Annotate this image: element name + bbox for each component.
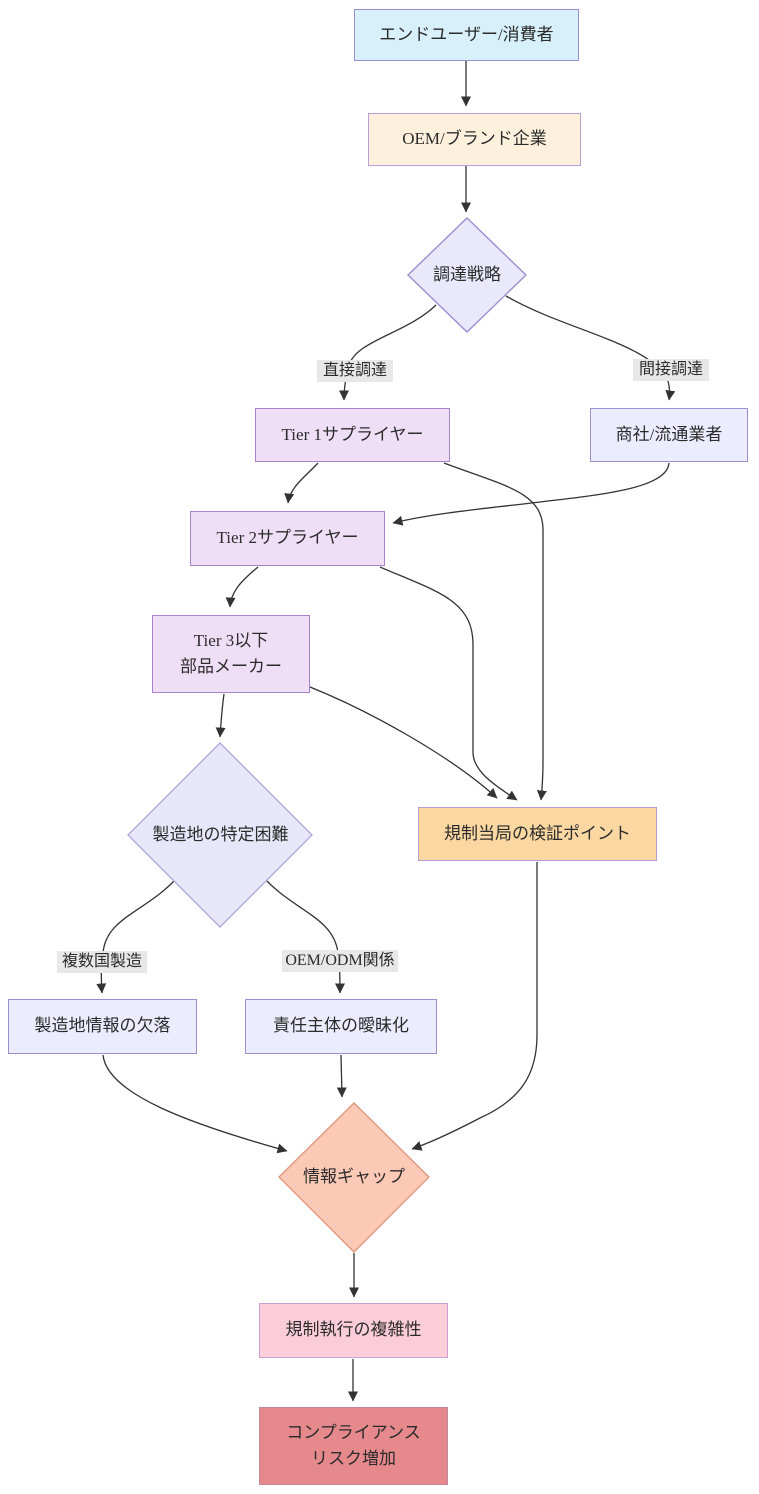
edge-regulator-gap	[411, 862, 538, 1151]
edge-label-text: 間接調達	[638, 360, 703, 378]
node-label: 調達戦略	[433, 265, 501, 285]
node-label: 製造地の特定困難	[152, 825, 289, 845]
node-trading-company-distributor: 商社/流通業者	[590, 408, 748, 462]
edge-tier3-regulator	[309, 686, 498, 799]
node-label: Tier 3以下 部品メーカー	[180, 630, 282, 676]
node-label: Tier 2サプライヤー	[216, 528, 359, 548]
edge-tier2-regulator	[379, 566, 518, 801]
edge-procurement-trading	[505, 295, 676, 401]
edge-label-direct-procurement: 直接調達	[317, 360, 393, 382]
node-label: 製造地情報の欠落	[34, 1016, 171, 1036]
edge-procurement-tier1	[339, 304, 437, 401]
node-label: エンドユーザー/消費者	[379, 24, 554, 44]
node-label: コンプライアンス リスク増加	[286, 1422, 421, 1468]
node-missing-origin-info: 製造地情報の欠落	[8, 999, 197, 1054]
edge-origin-missing	[96, 878, 177, 994]
edge-missing-gap	[102, 1054, 288, 1154]
node-label: OEM/ブランド企業	[402, 129, 547, 149]
edge-label-multi-country-manufacturing: 複数国製造	[57, 951, 147, 973]
decision-label-procurement-strategy: 調達戦略	[397, 258, 537, 292]
edge-tier2-tier3	[225, 566, 259, 608]
decision-information-gap	[278, 1102, 430, 1253]
node-label: Tier 1サプライヤー	[281, 424, 424, 444]
node-oem-brand-company: OEM/ブランド企業	[368, 113, 581, 166]
edge-label-text: OEM/ODM関係	[285, 951, 395, 969]
node-responsibility-ambiguity: 責任主体の曖昧化	[245, 999, 437, 1054]
decision-origin-identification-difficulty	[127, 742, 313, 928]
node-tier3-parts-maker: Tier 3以下 部品メーカー	[152, 615, 310, 693]
node-label: 規制執行の複雑性	[285, 1320, 422, 1340]
edge-tier1-regulator	[443, 462, 547, 801]
decision-label-origin-identification-difficulty: 製造地の特定困難	[130, 818, 311, 852]
edge-ambiguity-gap	[336, 1054, 347, 1098]
node-compliance-risk-increase: コンプライアンス リスク増加	[259, 1407, 448, 1485]
edge-origin-ambiguity	[264, 878, 345, 994]
edge-label-indirect-procurement: 間接調達	[633, 359, 709, 381]
node-label: 商社/流通業者	[615, 424, 723, 444]
node-label: 責任主体の曖昧化	[273, 1016, 409, 1036]
node-regulator-verification-point: 規制当局の検証ポイント	[418, 807, 657, 861]
node-label: 規制当局の検証ポイント	[444, 823, 631, 843]
node-end-user-consumer: エンドユーザー/消費者	[354, 9, 579, 61]
node-label: 情報ギャップ	[303, 1167, 405, 1187]
edge-tier3-origin	[215, 693, 226, 738]
edge-label-oem-odm-relationship: OEM/ODM関係	[282, 950, 398, 972]
edge-label-text: 複数国製造	[61, 952, 142, 970]
node-enforcement-complexity: 規制執行の複雑性	[259, 1303, 448, 1358]
decision-procurement-strategy	[406, 217, 528, 333]
node-tier2-supplier: Tier 2サプライヤー	[190, 511, 385, 566]
edge-tier1-tier2	[284, 462, 319, 504]
edge-label-text: 直接調達	[322, 361, 387, 379]
node-tier1-supplier: Tier 1サプライヤー	[255, 408, 450, 462]
edge-trading-tier2	[392, 462, 670, 526]
decision-label-information-gap: 情報ギャップ	[279, 1160, 429, 1194]
